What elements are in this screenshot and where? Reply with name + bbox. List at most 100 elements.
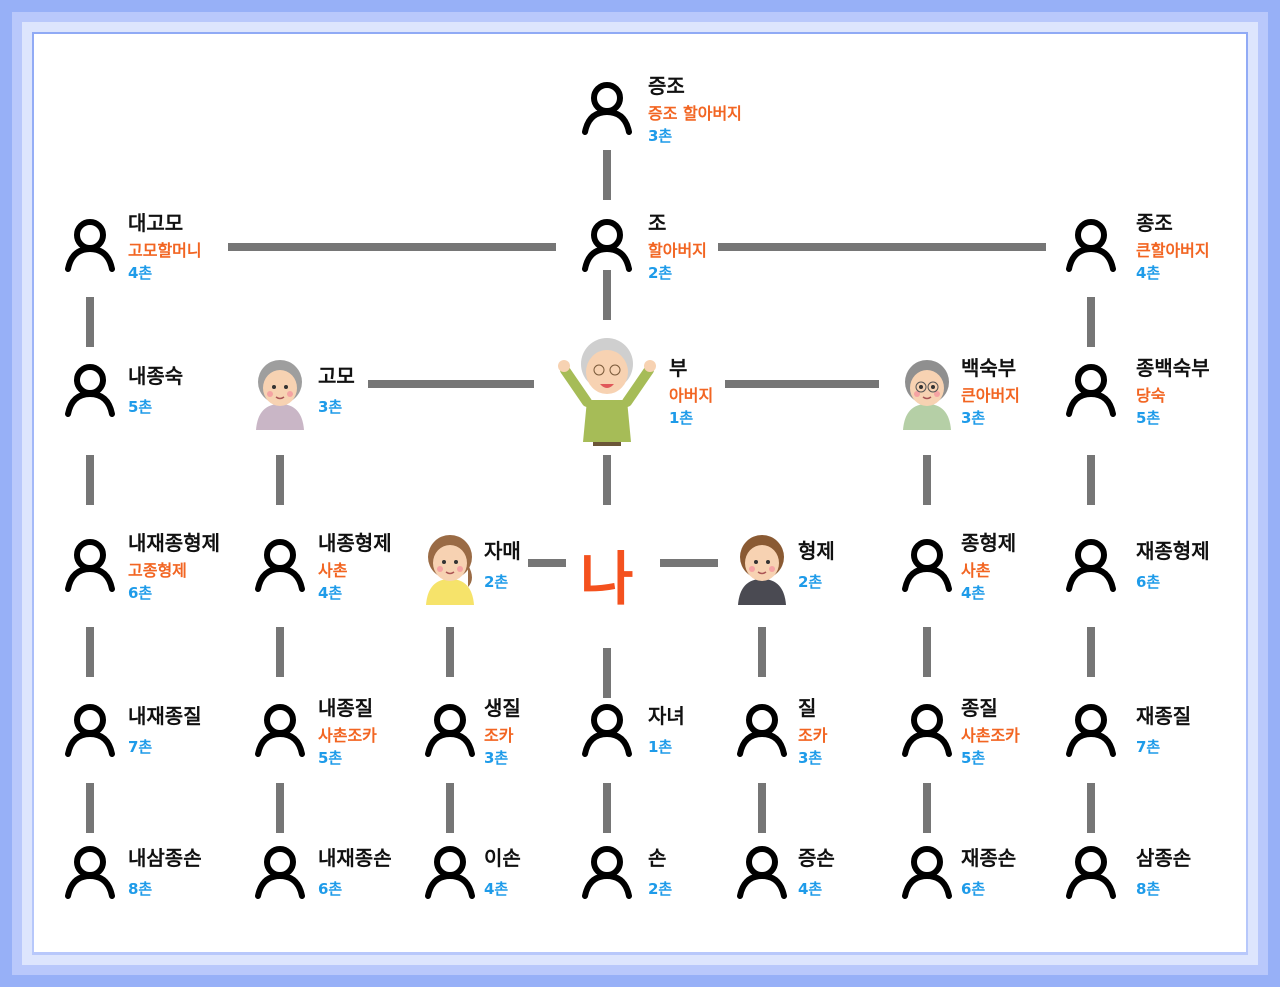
person-icon — [65, 704, 115, 757]
connector-line — [446, 627, 454, 677]
connector-line — [86, 297, 94, 347]
chon-label: 2촌 — [798, 573, 823, 591]
person-name: 대고모 — [128, 211, 184, 235]
grandmother-illustration-icon — [256, 360, 304, 430]
connector-line — [1087, 783, 1095, 833]
chon-label: 2촌 — [648, 880, 673, 898]
person-icon — [1066, 846, 1116, 899]
person-icon — [902, 704, 952, 757]
person-name: 자녀 — [648, 704, 685, 728]
girl-illustration-icon — [426, 535, 474, 605]
person-name: 내재종손 — [318, 846, 392, 870]
relation-label: 고종형제 — [128, 561, 187, 580]
person-name: 내삼종손 — [128, 846, 202, 870]
person-name: 손 — [648, 846, 667, 870]
chon-label: 5촌 — [1136, 409, 1161, 427]
chon-label: 4촌 — [1136, 264, 1161, 282]
connector-line — [603, 150, 611, 200]
person-icon — [737, 704, 787, 757]
connector-line — [603, 455, 611, 505]
chon-label: 6촌 — [1136, 573, 1161, 591]
person-icon — [582, 704, 632, 757]
chon-label: 1촌 — [669, 409, 694, 427]
connector-line — [446, 783, 454, 833]
person-icon — [65, 539, 115, 592]
person-name: 내종형제 — [318, 531, 392, 555]
chon-label: 3촌 — [484, 749, 509, 767]
chon-label: 6촌 — [961, 880, 986, 898]
chon-label: 8촌 — [128, 880, 153, 898]
connector-line — [276, 783, 284, 833]
person-icon — [902, 846, 952, 899]
person-name: 삼종손 — [1136, 846, 1192, 870]
chon-label: 7촌 — [1136, 738, 1161, 756]
chon-label: 2촌 — [484, 573, 509, 591]
person-icon — [425, 846, 475, 899]
relation-label: 큰할아버지 — [1136, 241, 1210, 260]
person-icon — [1066, 704, 1116, 757]
relation-label: 고모할머니 — [128, 241, 202, 260]
connector-line — [368, 380, 534, 388]
relation-label: 조카 — [798, 726, 828, 745]
connector-line — [86, 783, 94, 833]
chon-label: 8촌 — [1136, 880, 1161, 898]
person-name: 재종손 — [961, 846, 1017, 870]
person-icon — [65, 219, 115, 272]
person-icon — [582, 82, 632, 135]
person-name: 조 — [648, 211, 667, 235]
chon-label: 3촌 — [648, 127, 673, 145]
person-icon — [1066, 364, 1116, 417]
person-name: 내종질 — [318, 696, 374, 720]
person-name: 질 — [798, 696, 817, 720]
connector-line — [1087, 297, 1095, 347]
connector-line — [660, 559, 718, 567]
connector-line — [86, 455, 94, 505]
person-icon — [255, 846, 305, 899]
person-name: 백숙부 — [961, 356, 1017, 380]
person-name: 내재종질 — [128, 704, 202, 728]
chon-label: 5촌 — [318, 749, 343, 767]
chon-label: 4촌 — [484, 880, 509, 898]
person-name: 종질 — [961, 696, 998, 720]
connector-line — [603, 270, 611, 320]
chon-label: 5촌 — [128, 398, 153, 416]
chon-label: 7촌 — [128, 738, 153, 756]
chon-label: 5촌 — [961, 749, 986, 767]
person-name: 내재종형제 — [128, 531, 220, 555]
person-name: 부 — [669, 356, 688, 380]
relation-label: 할아버지 — [648, 241, 707, 260]
person-name: 종형제 — [961, 531, 1017, 555]
chon-label: 3촌 — [318, 398, 343, 416]
connector-line — [725, 380, 879, 388]
relation-label: 큰아버지 — [961, 386, 1020, 405]
chon-label: 2촌 — [648, 264, 673, 282]
connector-line — [923, 783, 931, 833]
person-name: 이손 — [484, 846, 521, 870]
connector-line — [603, 783, 611, 833]
relation-label: 사촌 — [961, 561, 991, 580]
relation-label: 사촌조카 — [961, 726, 1020, 745]
person-icon — [582, 219, 632, 272]
person-icon — [255, 539, 305, 592]
person-icon — [902, 539, 952, 592]
person-name: 종백숙부 — [1136, 356, 1210, 380]
person-name: 재종질 — [1136, 704, 1192, 728]
connector-line — [923, 455, 931, 505]
person-icon — [737, 846, 787, 899]
person-icon — [425, 704, 475, 757]
person-name: 자매 — [484, 539, 521, 563]
me-label: 나 — [580, 545, 634, 613]
boy-illustration-icon — [738, 535, 786, 605]
connector-line — [923, 627, 931, 677]
connector-line — [276, 627, 284, 677]
connector-line — [1087, 455, 1095, 505]
relation-label: 아버지 — [669, 386, 714, 405]
connector-line — [228, 243, 556, 251]
person-name: 증조 — [648, 74, 685, 98]
chon-label: 6촌 — [318, 880, 343, 898]
connector-line — [276, 455, 284, 505]
relation-label: 당숙 — [1136, 386, 1166, 405]
chon-label: 4촌 — [318, 584, 343, 602]
person-icon — [65, 846, 115, 899]
